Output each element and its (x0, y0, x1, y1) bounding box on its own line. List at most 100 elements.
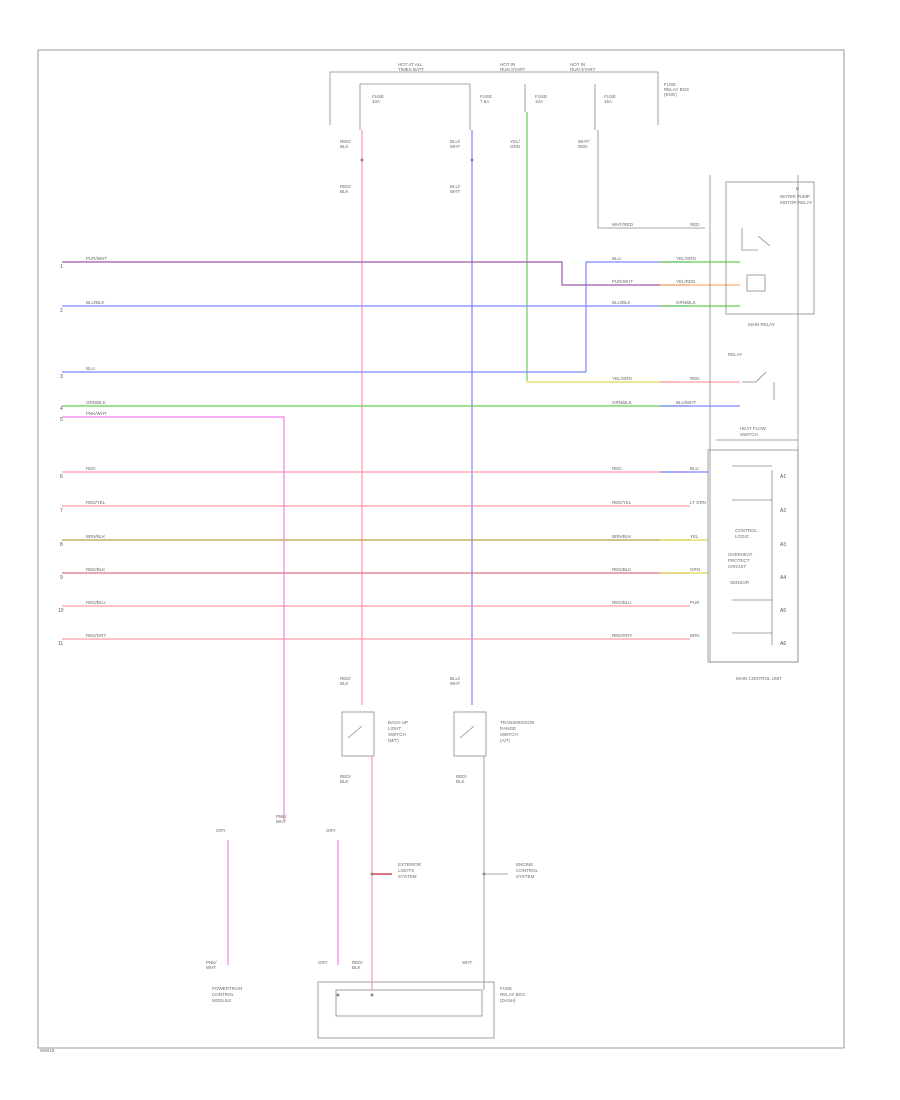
vertical-wires (361, 112, 705, 705)
svg-text:YEL/GRN: YEL/GRN (676, 256, 696, 261)
svg-text:BLU: BLU (690, 466, 699, 471)
svg-text:BLU/: BLU/ (450, 139, 461, 144)
svg-text:HOT AT ALL: HOT AT ALL (398, 62, 423, 67)
svg-text:BLU: BLU (612, 256, 621, 261)
svg-text:A2: A2 (780, 508, 786, 514)
svg-text:RED/: RED/ (340, 184, 352, 189)
svg-text:RED/: RED/ (456, 774, 468, 779)
svg-text:GRN: GRN (510, 144, 520, 149)
main-control-unit-label: MAIN CONTROL UNIT (736, 676, 782, 681)
svg-text:FUSE: FUSE (604, 94, 616, 99)
svg-text:PUR: PUR (690, 600, 700, 605)
svg-text:BLK: BLK (456, 779, 465, 784)
horizontal-wires (62, 261, 690, 820)
svg-text:SENSOR: SENSOR (730, 580, 750, 585)
svg-text:SYSTEM: SYSTEM (398, 874, 417, 879)
svg-text:TRANSMISSION: TRANSMISSION (500, 720, 534, 725)
svg-text:WHT: WHT (206, 965, 216, 970)
svg-text:RELAY BOX: RELAY BOX (664, 87, 689, 92)
svg-text:5: 5 (60, 417, 63, 423)
svg-text:MOTOR RELAY: MOTOR RELAY (780, 200, 812, 205)
svg-text:HOT IN: HOT IN (570, 62, 585, 67)
svg-text:BLK: BLK (340, 144, 349, 149)
svg-text:CONTROL: CONTROL (212, 992, 234, 997)
svg-text:CONTROL: CONTROL (735, 528, 757, 533)
lower-switches (317, 711, 495, 1039)
svg-text:FUSE: FUSE (664, 82, 676, 87)
svg-text:SYSTEM: SYSTEM (516, 874, 535, 879)
svg-text:YEL/RED: YEL/RED (676, 279, 696, 284)
svg-text:A1: A1 (780, 474, 786, 480)
svg-text:WHT: WHT (462, 960, 472, 965)
svg-text:GRN/BLK: GRN/BLK (86, 400, 106, 405)
svg-text:OVERHEAT: OVERHEAT (728, 552, 753, 557)
svg-text:RED: RED (690, 376, 700, 381)
svg-text:RED/BLK: RED/BLK (86, 567, 105, 572)
svg-text:7.5A: 7.5A (480, 99, 489, 104)
svg-text:RELAY BOX: RELAY BOX (500, 992, 525, 997)
svg-text:FUSE: FUSE (480, 94, 492, 99)
svg-text:BLK: BLK (340, 681, 349, 686)
svg-text:BLU/: BLU/ (450, 676, 461, 681)
fuse-box-labels: HOT AT ALL TIMES BATT HOT IN RUN START H… (340, 62, 689, 194)
svg-text:CIRCUIT: CIRCUIT (728, 564, 746, 569)
svg-text:BACK-UP: BACK-UP (388, 720, 408, 725)
svg-text:RUN START: RUN START (570, 67, 596, 72)
svg-text:FUSE: FUSE (372, 94, 384, 99)
svg-text:RED/BLU: RED/BLU (86, 600, 106, 605)
svg-text:6: 6 (60, 474, 63, 480)
svg-text:RED: RED (578, 144, 588, 149)
svg-text:HOT IN: HOT IN (500, 62, 515, 67)
diagram-border (37, 49, 845, 1049)
svg-text:15A: 15A (604, 99, 612, 104)
svg-text:PNK/: PNK/ (206, 960, 217, 965)
svg-text:(ENG): (ENG) (664, 92, 677, 97)
svg-text:RED/: RED/ (340, 676, 352, 681)
svg-text:BLU/: BLU/ (450, 184, 461, 189)
svg-text:MAIN RELAY: MAIN RELAY (748, 322, 775, 327)
svg-text:SWITCH: SWITCH (500, 732, 518, 737)
svg-text:11: 11 (58, 641, 63, 647)
svg-text:WHT/: WHT/ (578, 139, 590, 144)
svg-text:POWERTRAIN: POWERTRAIN (212, 986, 242, 991)
svg-text:PUR/WHT: PUR/WHT (612, 279, 633, 284)
svg-text:A6: A6 (780, 641, 786, 647)
svg-text:LOGIC: LOGIC (735, 534, 750, 539)
svg-text:LIGHTS: LIGHTS (398, 868, 414, 873)
svg-text:9: 9 (60, 575, 63, 581)
svg-text:RED/GRY: RED/GRY (86, 633, 106, 638)
svg-text:LT GRN: LT GRN (690, 500, 706, 505)
svg-text:FUSE: FUSE (500, 986, 512, 991)
svg-text:PROTECT: PROTECT (728, 558, 750, 563)
svg-text:GRN/BLK: GRN/BLK (676, 300, 696, 305)
svg-text:RELAY: RELAY (728, 352, 742, 357)
svg-text:RED/YEL: RED/YEL (612, 500, 632, 505)
svg-text:BRN/BLK: BRN/BLK (86, 534, 105, 539)
svg-text:TIMES BATT: TIMES BATT (398, 67, 424, 72)
svg-text:GRN: GRN (690, 567, 700, 572)
svg-text:4: 4 (60, 406, 63, 412)
svg-text:GRY: GRY (216, 828, 226, 833)
svg-text:RED/YEL: RED/YEL (86, 500, 106, 505)
svg-text:10A: 10A (535, 99, 543, 104)
svg-text:(M/T): (M/T) (388, 738, 399, 743)
svg-text:BLK: BLK (340, 189, 349, 194)
svg-text:PNK/WHT: PNK/WHT (86, 411, 107, 416)
svg-text:BRN/BLK: BRN/BLK (612, 534, 631, 539)
svg-text:BLU/BLK: BLU/BLK (86, 300, 105, 305)
svg-text:A5: A5 (780, 608, 786, 614)
svg-text:A4: A4 (780, 575, 786, 581)
svg-text:YEL/: YEL/ (510, 139, 521, 144)
svg-text:RED/BLU: RED/BLU (612, 600, 632, 605)
svg-text:WATER PUMP: WATER PUMP (780, 194, 810, 199)
svg-text:BLU/BLK: BLU/BLK (612, 300, 631, 305)
svg-text:WHT: WHT (450, 189, 460, 194)
svg-text:PUR/WHT: PUR/WHT (86, 256, 107, 261)
svg-text:BLU: BLU (86, 366, 95, 371)
svg-text:WHT: WHT (450, 681, 460, 686)
svg-text:FUSE: FUSE (535, 94, 547, 99)
svg-text:RED/GRY: RED/GRY (612, 633, 632, 638)
svg-text:RED: RED (86, 466, 96, 471)
right-wire-labels: WHT/RED BLU PUR/WHT BLU/BLK YEL/GRN GRN/… (612, 222, 706, 638)
svg-text:RED/BLK: RED/BLK (612, 567, 631, 572)
